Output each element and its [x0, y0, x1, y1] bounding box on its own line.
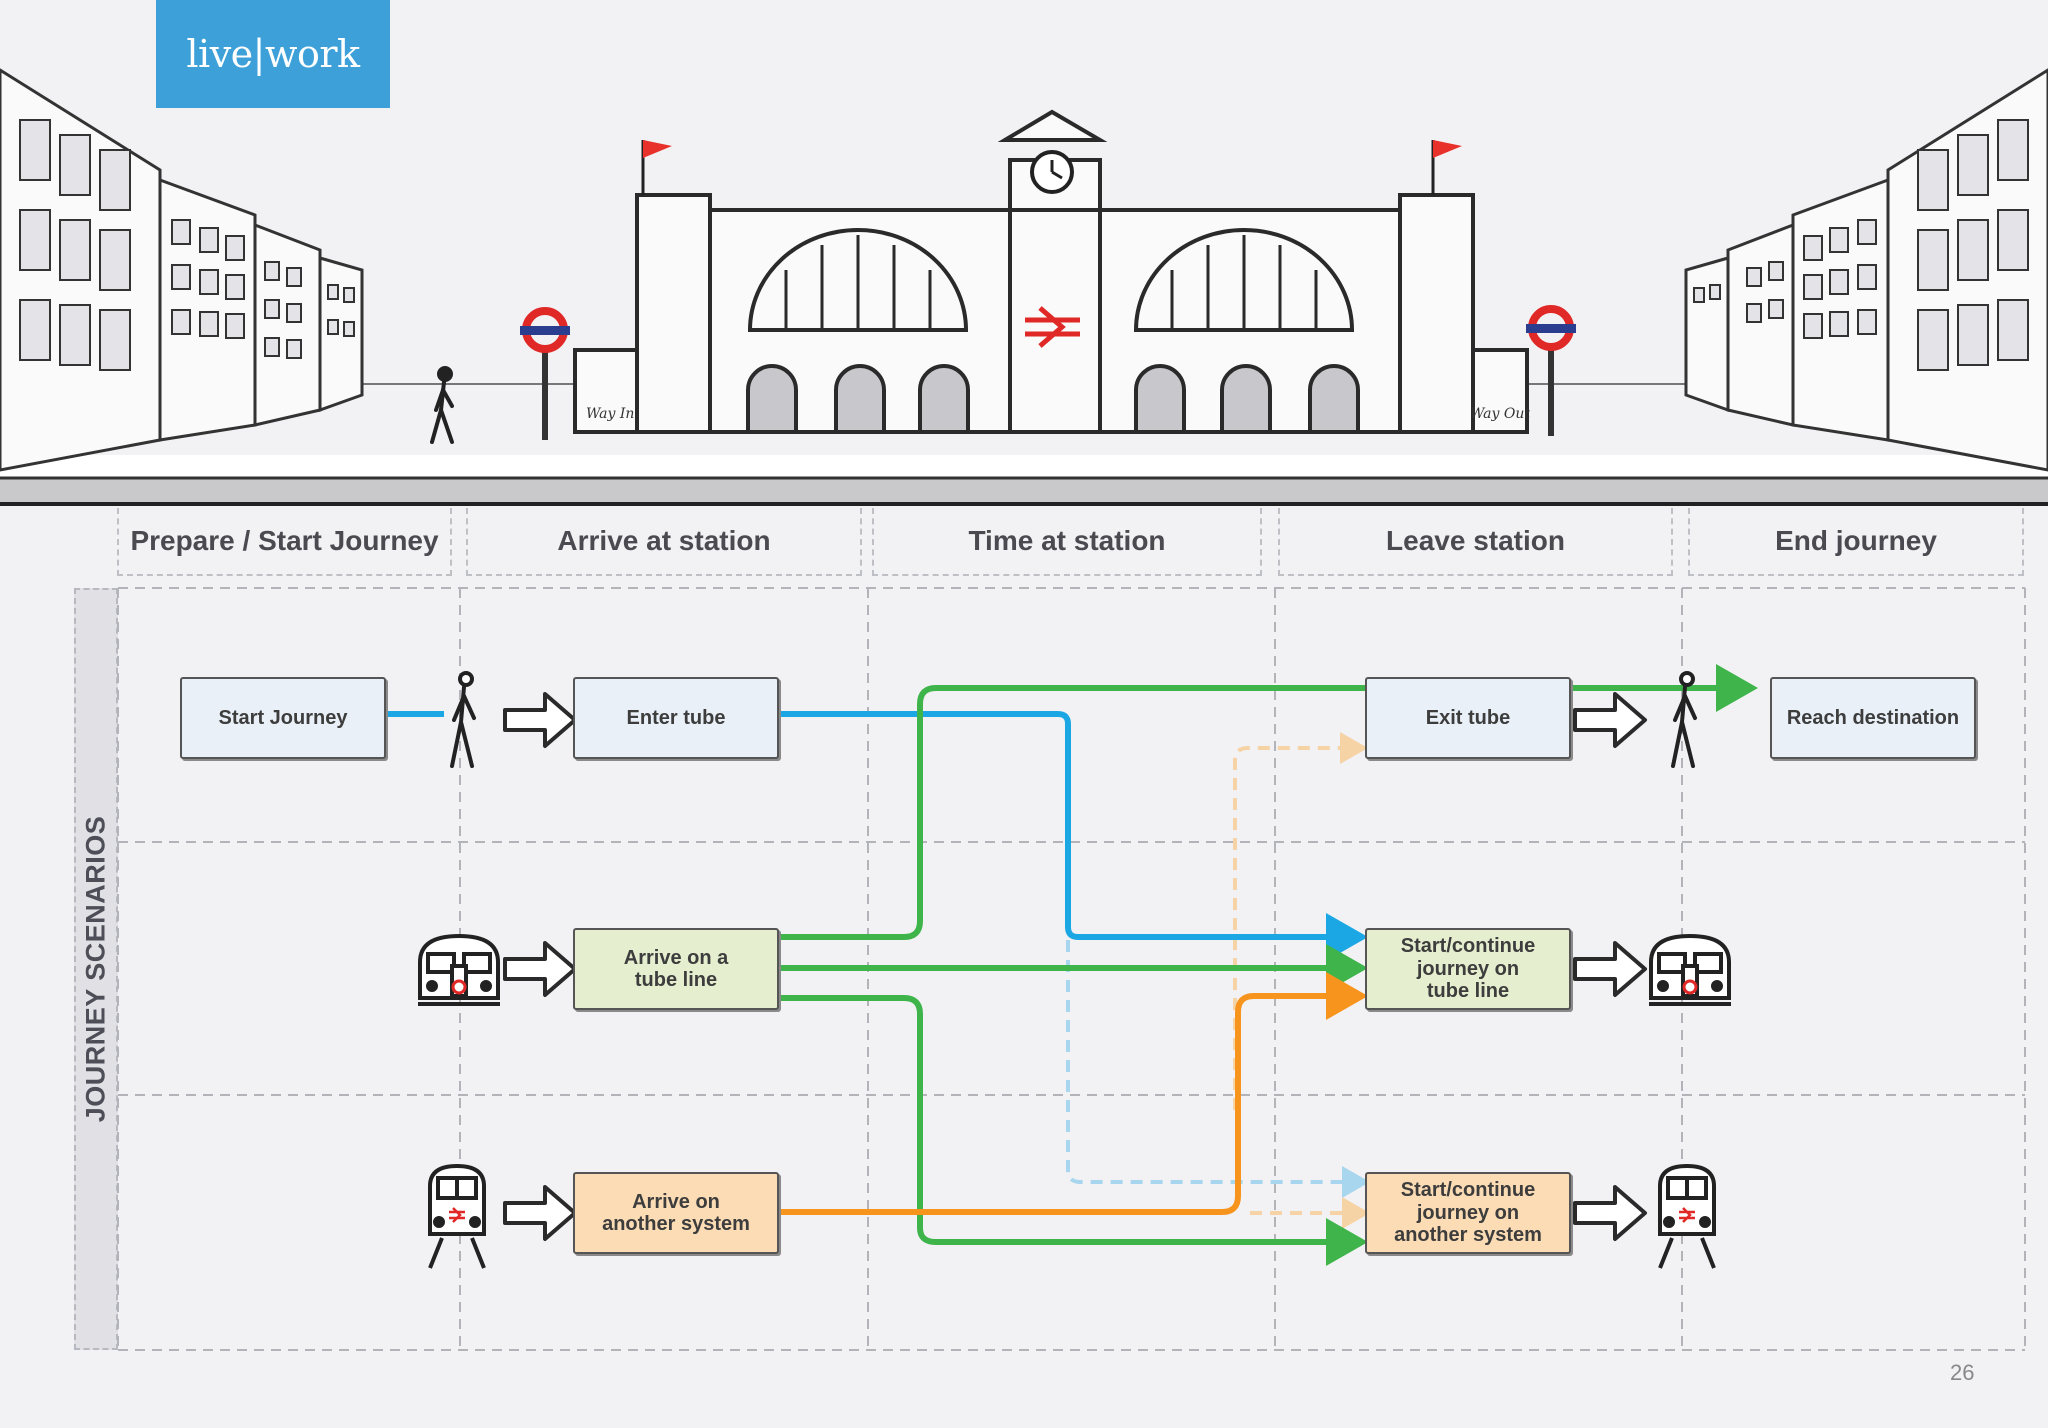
box-start-journey-text: Start Journey	[218, 706, 348, 729]
path-orange	[776, 972, 1368, 1215]
tube-train-icon	[1647, 934, 1733, 1006]
station-illustration: Way In Way Out	[0, 68, 2048, 506]
box-reach-destination-text: Reach destination	[1786, 706, 1960, 729]
page-number: 26	[1950, 1360, 1975, 1385]
right-buildings	[1684, 68, 2048, 472]
sign-way-in: Way In	[586, 406, 634, 422]
box-arrive-tube-line: Arrive on a tube line	[573, 928, 779, 1010]
left-buildings	[0, 68, 364, 472]
tube-train-icon	[416, 934, 502, 1006]
box-continue-tube-line: Start/continue journey on tube line	[1365, 928, 1571, 1010]
box-exit-tube: Exit tube	[1365, 677, 1571, 759]
station-building	[573, 109, 1529, 434]
box-reach-destination: Reach destination	[1770, 677, 1976, 759]
rail-train-icon	[1658, 1164, 1716, 1270]
livework-logo: live|work	[156, 0, 390, 108]
box-enter-tube: Enter tube	[573, 677, 779, 759]
ground	[0, 383, 2048, 506]
clock-icon	[1030, 150, 1074, 194]
box-continue-other-system-text: Start/continue journey on another system	[1394, 1179, 1542, 1247]
box-arrive-tube-line-text: Arrive on a tube line	[623, 946, 729, 991]
box-start-journey: Start Journey	[180, 677, 386, 759]
phase-prepare-start-journey: Prepare / Start Journey	[117, 508, 452, 576]
national-rail-icon	[1025, 306, 1080, 348]
path-blue	[387, 711, 1356, 937]
sign-way-out: Way Out	[1470, 406, 1530, 422]
path-light-blue-dashed	[1066, 940, 1370, 1198]
underground-roundel-icon	[520, 305, 1576, 440]
path-green-to-destination	[776, 664, 1758, 940]
path-green-tube-to-other	[776, 995, 1368, 1266]
box-continue-tube-line-text: Start/continue journey on tube line	[1400, 935, 1536, 1003]
flag-icon	[641, 140, 1462, 195]
walking-person-icon	[450, 671, 476, 768]
box-exit-tube-text: Exit tube	[1425, 706, 1511, 729]
box-arrive-other-system-text: Arrive on another system	[602, 1190, 750, 1235]
phase-time-at-station: Time at station	[872, 508, 1262, 576]
walking-person-icon	[430, 366, 454, 444]
path-light-orange-dashed	[1233, 732, 1368, 1110]
phase-end-journey: End journey	[1688, 508, 2024, 576]
phase-arrive-at-station: Arrive at station	[466, 508, 862, 576]
box-arrive-other-system: Arrive on another system	[573, 1172, 779, 1254]
rail-train-icon	[428, 1164, 486, 1270]
box-continue-other-system: Start/continue journey on another system	[1365, 1172, 1571, 1254]
phase-leave-station: Leave station	[1278, 508, 1673, 576]
box-enter-tube-text: Enter tube	[626, 706, 726, 729]
